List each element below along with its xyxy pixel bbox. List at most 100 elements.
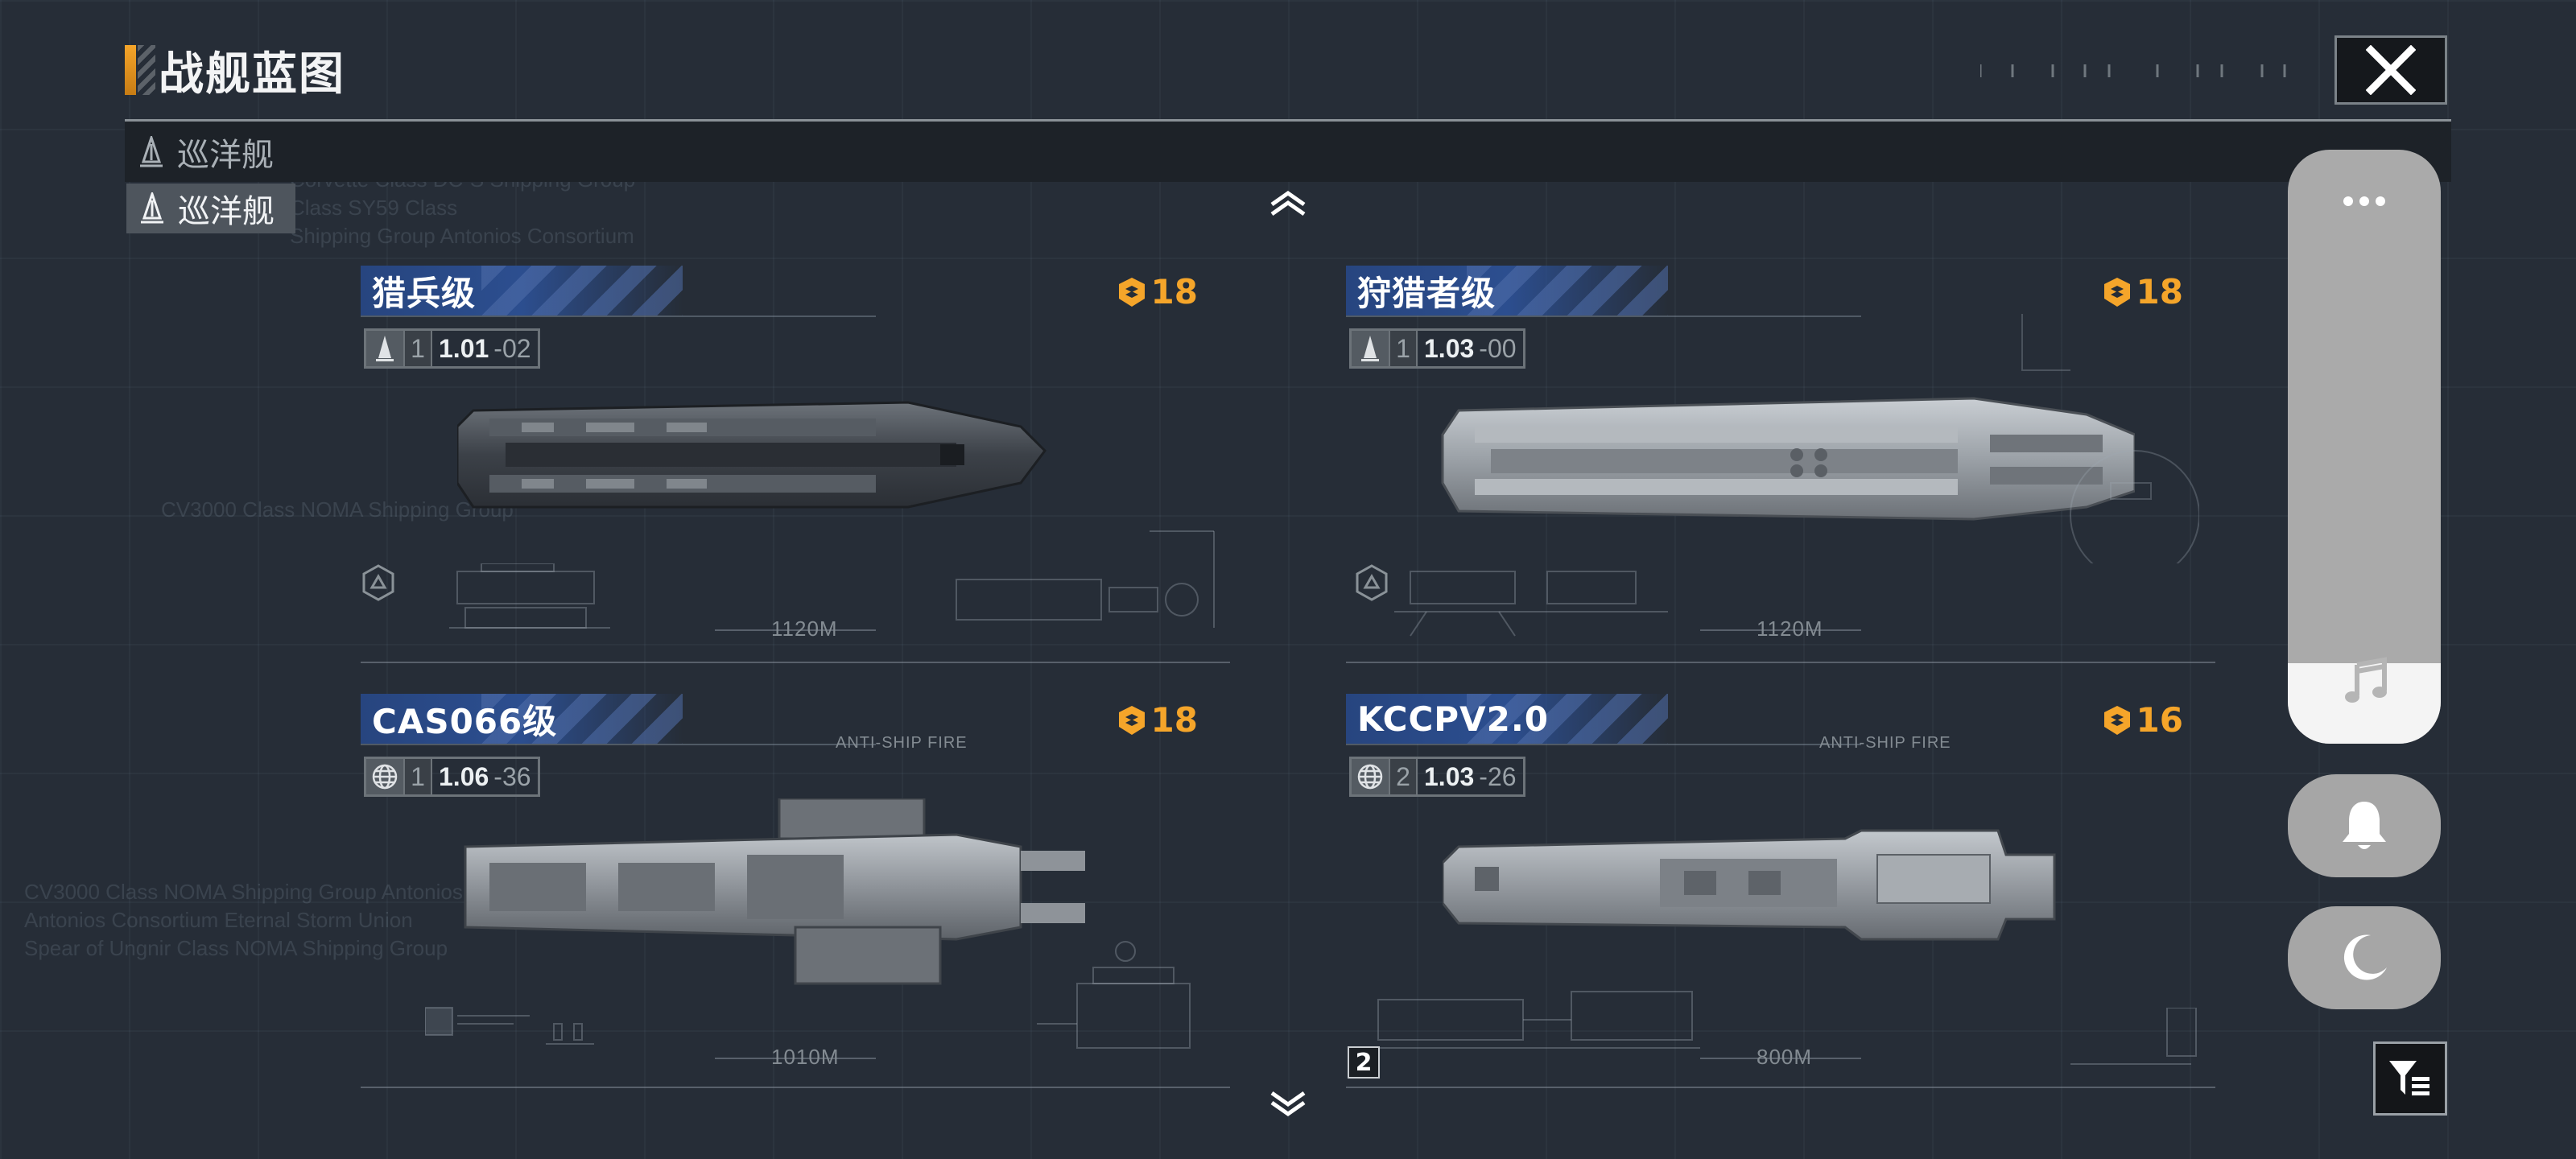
ship-image xyxy=(464,798,1085,985)
side-panel[interactable] xyxy=(2288,150,2441,744)
rank-value: 18 xyxy=(1150,700,1198,740)
page-title: 战舰蓝图 xyxy=(159,47,345,101)
ship-image xyxy=(1443,829,2056,941)
ship-type-hex-icon xyxy=(362,564,394,601)
version-main: 1.01 xyxy=(439,333,489,363)
ship-length: 1120M xyxy=(771,617,838,641)
rank-value: 16 xyxy=(2136,700,2183,740)
blueprint-diagram xyxy=(2070,1008,2197,1065)
ship-image xyxy=(1441,397,2135,521)
cruiser-class-icon xyxy=(141,192,163,224)
ship-card[interactable]: 猎兵级 18 1 1.01 -02 xyxy=(361,266,1230,668)
title-accent-stripe xyxy=(138,45,155,95)
ship-silhouette-icon xyxy=(366,331,403,366)
stat-count: 1 xyxy=(1389,331,1416,366)
background-text: Antonios Consortium Eternal Storm Union xyxy=(24,908,413,932)
divider xyxy=(361,744,876,745)
globe-icon xyxy=(366,759,403,794)
rank-badge: 18 xyxy=(2101,272,2183,311)
scroll-up-icon[interactable] xyxy=(1268,187,1308,219)
stat-count: 1 xyxy=(403,331,431,366)
version-main: 1.03 xyxy=(1424,761,1475,791)
close-button[interactable] xyxy=(2334,35,2447,105)
ship-card[interactable]: KCCPV2.0 16 2 1.03 -26 ANTI-SHIP FIRE xyxy=(1346,694,2215,1096)
background-text: Class SY59 Class xyxy=(290,196,458,220)
blueprint-diagram xyxy=(449,563,610,629)
scale-ruler xyxy=(361,662,1230,663)
rank-emblem-icon xyxy=(1118,705,1145,735)
globe-icon xyxy=(1352,759,1389,794)
version: 1.01 -02 xyxy=(431,331,538,366)
version: 1.03 -00 xyxy=(1416,331,1523,366)
scroll-down-icon[interactable] xyxy=(1268,1088,1308,1120)
rank-value: 18 xyxy=(1150,272,1198,311)
version-sub: -36 xyxy=(493,761,531,791)
category-dropdown[interactable]: 巡洋舰 xyxy=(137,129,274,175)
divider xyxy=(1346,744,1861,745)
blueprint-diagram xyxy=(956,530,1215,628)
stat-count: 2 xyxy=(1389,759,1416,794)
ship-stats: 1 1.06 -36 xyxy=(364,757,540,797)
panel-slider-fill xyxy=(2288,663,2441,744)
ship-stats: 2 1.03 -26 xyxy=(1349,757,1525,797)
ship-name-bar: 狩猎者级 xyxy=(1346,266,1668,316)
ship-name: CAS066级 xyxy=(372,701,558,741)
ship-silhouette-icon xyxy=(1352,331,1389,366)
version-sub: -00 xyxy=(1479,333,1517,363)
ship-stats: 1 1.03 -00 xyxy=(1349,328,1525,369)
length-scale xyxy=(1700,1058,1861,1059)
divider xyxy=(1346,316,1861,317)
ship-card[interactable]: 狩猎者级 18 1 1.03 -00 xyxy=(1346,266,2215,668)
version: 1.06 -36 xyxy=(431,759,538,794)
blueprint-diagram xyxy=(425,1007,594,1045)
divider xyxy=(361,316,876,317)
category-label: 巡洋舰 xyxy=(177,137,274,174)
notification-button[interactable] xyxy=(2288,774,2441,877)
filter-sort-icon xyxy=(2389,1061,2429,1095)
ship-name: 猎兵级 xyxy=(372,273,477,313)
ship-type-hex-icon xyxy=(1356,564,1388,601)
rank-emblem-icon xyxy=(1118,277,1145,307)
ship-name-bar: CAS066级 xyxy=(361,694,683,744)
ship-tag: ANTI-SHIP FIRE xyxy=(836,734,968,752)
blueprint-diagram xyxy=(1037,941,1191,1049)
rank-badge: 18 xyxy=(1116,700,1198,740)
ship-card[interactable]: CAS066级 18 1 1.06 -36 ANTI-SHIP FIRE xyxy=(361,694,1230,1096)
version: 1.03 -26 xyxy=(1416,759,1523,794)
scale-ruler xyxy=(1346,662,2215,663)
page-index: 2 xyxy=(1348,1046,1380,1079)
category-band xyxy=(125,119,2451,182)
rank-value: 18 xyxy=(2136,272,2183,311)
length-scale xyxy=(715,629,876,631)
stat-count: 1 xyxy=(403,759,431,794)
version-sub: -02 xyxy=(493,333,531,363)
version-sub: -26 xyxy=(1479,761,1517,791)
more-dots-icon[interactable] xyxy=(2340,193,2388,209)
music-note-icon[interactable] xyxy=(2344,657,2389,705)
ship-name-bar: 猎兵级 xyxy=(361,266,683,316)
category-tab-cruiser[interactable]: 巡洋舰 xyxy=(126,184,295,233)
bell-icon xyxy=(2343,802,2386,849)
category-tab-label: 巡洋舰 xyxy=(178,193,275,230)
title-accent xyxy=(125,45,136,95)
title-bar: 战舰蓝图 xyxy=(125,42,345,101)
ship-name-bar: KCCPV2.0 xyxy=(1346,694,1668,744)
rank-badge: 16 xyxy=(2101,700,2183,740)
rank-emblem-icon xyxy=(2103,277,2130,307)
scale-ruler xyxy=(361,1087,1230,1088)
close-icon xyxy=(2366,45,2416,95)
filter-button[interactable] xyxy=(2373,1041,2447,1116)
blueprint-diagram xyxy=(1362,991,1700,1049)
blueprint-diagram xyxy=(2021,314,2199,563)
night-mode-button[interactable] xyxy=(2288,906,2441,1009)
ship-image xyxy=(457,401,1046,509)
scale-ruler xyxy=(1346,1087,2215,1088)
ship-length: 800M xyxy=(1757,1045,1813,1069)
blueprint-diagram xyxy=(1394,571,1668,637)
length-scale xyxy=(715,1058,876,1059)
ship-name: 狩猎者级 xyxy=(1357,273,1496,313)
version-main: 1.03 xyxy=(1424,333,1475,363)
ship-length: 1010M xyxy=(771,1045,840,1069)
rank-emblem-icon xyxy=(2103,705,2130,735)
ship-tag: ANTI-SHIP FIRE xyxy=(1819,734,1951,752)
